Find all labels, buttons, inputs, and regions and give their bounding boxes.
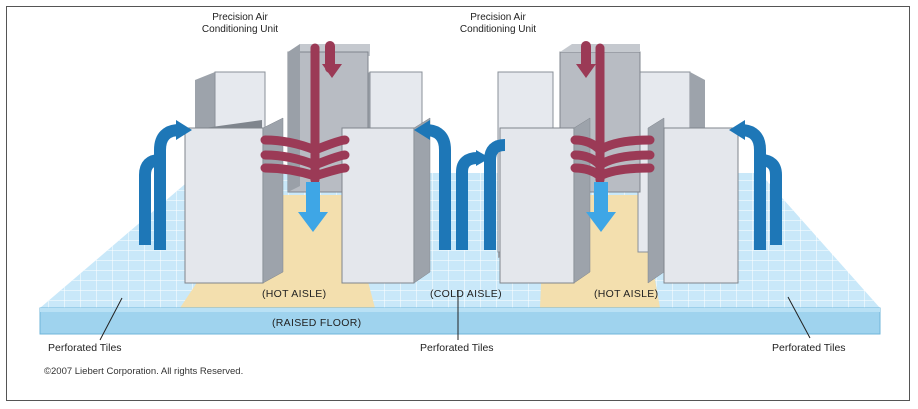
hot-air-down-arrow-left xyxy=(322,64,342,78)
crac-label-left: Precision Air Conditioning Unit xyxy=(180,12,300,36)
crac-label-left-line2: Conditioning Unit xyxy=(201,24,279,35)
crac-label-right-line1: Precision Air xyxy=(470,12,526,23)
raised-floor-edge xyxy=(39,307,881,335)
crac-label-left-line1: Precision Air xyxy=(212,12,268,23)
rack-right-front xyxy=(341,117,431,284)
crac-label-right-line2: Conditioning Unit xyxy=(459,24,537,35)
perforated-tiles-left-label: Perforated Tiles xyxy=(48,342,122,354)
hot-aisle-left-label: (HOT AISLE) xyxy=(262,288,327,300)
crac-label-right: Precision Air Conditioning Unit xyxy=(438,12,558,36)
cold-air-loop-center-right xyxy=(484,139,506,250)
hot-aisle-right-label: (HOT AISLE) xyxy=(594,288,659,300)
hot-air-down-arrow-right xyxy=(576,64,596,78)
perforated-tiles-right-label: Perforated Tiles xyxy=(772,342,846,354)
cold-air-down-left xyxy=(298,182,328,232)
perforated-tiles-center-label: Perforated Tiles xyxy=(420,342,494,354)
cold-aisle-label: (COLD AISLE) xyxy=(430,288,502,300)
right-group xyxy=(484,41,782,284)
rack-right-front-2 xyxy=(647,117,739,284)
copyright-notice: ©2007 Liebert Corporation. All rights Re… xyxy=(44,366,244,377)
left-group xyxy=(139,41,490,284)
hot-air-flow-left xyxy=(260,41,350,185)
tile-pointer-lines xyxy=(99,290,811,341)
cold-air-down-right xyxy=(586,182,616,232)
raised-floor-label: (RAISED FLOOR) xyxy=(272,317,362,329)
